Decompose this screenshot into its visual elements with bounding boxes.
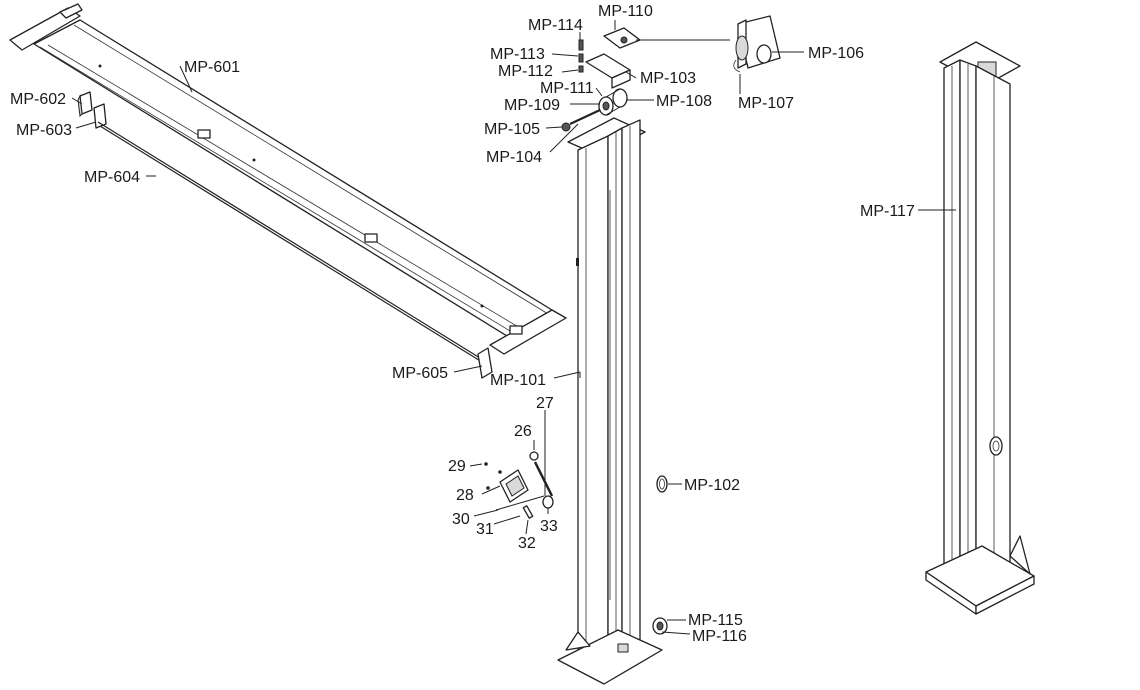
label-mp105: MP-105 xyxy=(484,121,540,138)
bracket-mp110 xyxy=(603,27,641,49)
latch-kit xyxy=(484,451,554,519)
label-33: 33 xyxy=(540,518,558,535)
winch-mp106 xyxy=(733,15,781,73)
label-mp602: MP-602 xyxy=(10,91,66,108)
label-mp115: MP-115 xyxy=(688,612,743,629)
label-mp107: MP-107 xyxy=(738,95,794,112)
label-mp114: MP-114 xyxy=(528,17,583,34)
label-mp102: MP-102 xyxy=(684,477,740,494)
leader-lines xyxy=(71,20,956,635)
bracket-mp603 xyxy=(93,103,107,129)
label-32: 32 xyxy=(518,535,536,552)
overhead-beam xyxy=(9,3,567,355)
label-mp603: MP-603 xyxy=(16,122,72,139)
part-mp102 xyxy=(656,475,668,493)
bolts-mp112-114 xyxy=(578,39,584,73)
label-mp116: MP-116 xyxy=(692,628,747,645)
block-mp602 xyxy=(77,91,93,118)
bracket-mp103 xyxy=(585,53,631,89)
label-mp103: MP-103 xyxy=(640,70,696,87)
label-mp601: MP-601 xyxy=(184,59,240,76)
part-labels: MP-601 MP-602 MP-603 MP-604 MP-605 MP-10… xyxy=(10,3,915,645)
label-mp104: MP-104 xyxy=(486,149,542,166)
label-27: 27 xyxy=(536,395,554,412)
label-28: 28 xyxy=(456,487,474,504)
label-mp117: MP-117 xyxy=(860,203,915,220)
label-mp605: MP-605 xyxy=(392,365,448,382)
label-mp113: MP-113 xyxy=(490,46,545,63)
pulley-mp108 xyxy=(598,88,628,116)
label-mp110: MP-110 xyxy=(598,3,653,20)
rod-mp604 xyxy=(97,121,483,363)
shaft-mp104 xyxy=(569,109,601,125)
pulley-mp115 xyxy=(652,617,668,635)
label-mp108: MP-108 xyxy=(656,93,712,110)
label-mp112: MP-112 xyxy=(498,63,553,80)
nut-mp105 xyxy=(561,122,571,132)
label-mp109: MP-109 xyxy=(504,97,560,114)
post-mp117 xyxy=(925,41,1035,615)
bracket-mp605 xyxy=(477,347,493,379)
post-mp101 xyxy=(557,117,663,685)
label-mp604: MP-604 xyxy=(84,169,140,186)
label-31: 31 xyxy=(476,521,494,538)
label-mp111: MP-111 xyxy=(540,80,594,97)
label-30: 30 xyxy=(452,511,470,528)
label-mp101: MP-101 xyxy=(490,372,546,389)
label-29: 29 xyxy=(448,458,466,475)
label-mp106: MP-106 xyxy=(808,45,864,62)
label-26: 26 xyxy=(514,423,532,440)
